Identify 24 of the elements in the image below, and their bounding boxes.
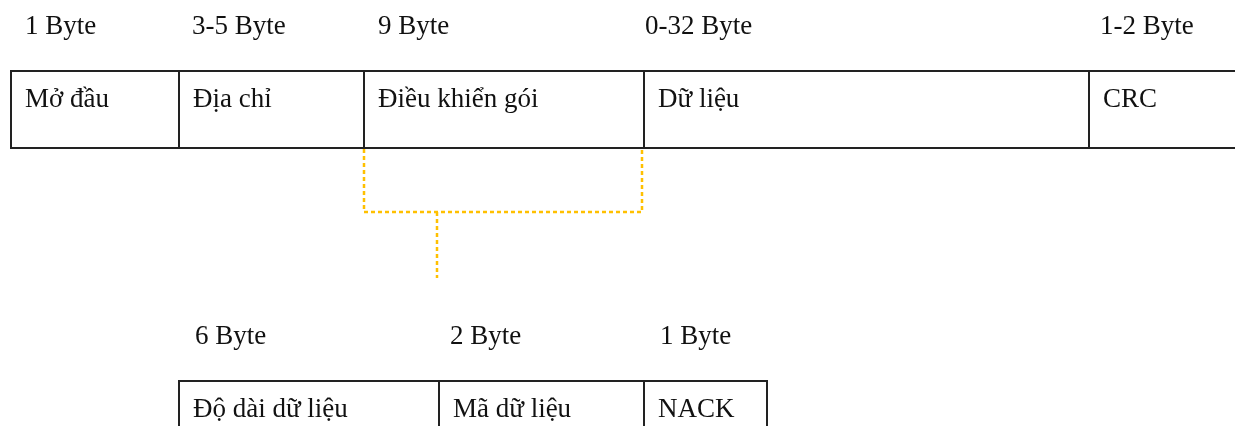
field-cell [643,70,1088,149]
field-cell [643,380,768,426]
byte-size-label: 6 Byte [195,322,267,349]
field-name: Điều khiển gói [378,82,540,115]
field-cell [178,380,438,426]
field-name: Mã dữ liệu [453,392,573,425]
byte-size-label: 3-5 Byte [192,12,286,39]
field-name: Địa chỉ [193,82,273,115]
field-cell [1088,70,1235,149]
byte-size-label: 1 Byte [660,322,732,349]
field-cell [363,70,643,149]
byte-size-label: 0-32 Byte [645,12,753,39]
field-name: Độ dài dữ liệu [193,392,349,425]
field-cell [10,70,178,149]
field-name: Mở đầu [25,82,111,115]
field-name: CRC [1103,82,1159,115]
byte-size-label: 2 Byte [450,322,522,349]
field-cell [438,380,643,426]
field-name: NACK [658,392,736,425]
field-name: Dữ liệu [658,82,741,115]
field-cell [178,70,363,149]
byte-size-label: 1 Byte [25,12,97,39]
byte-size-label: 9 Byte [378,12,450,39]
byte-size-label: 1-2 Byte [1100,12,1194,39]
